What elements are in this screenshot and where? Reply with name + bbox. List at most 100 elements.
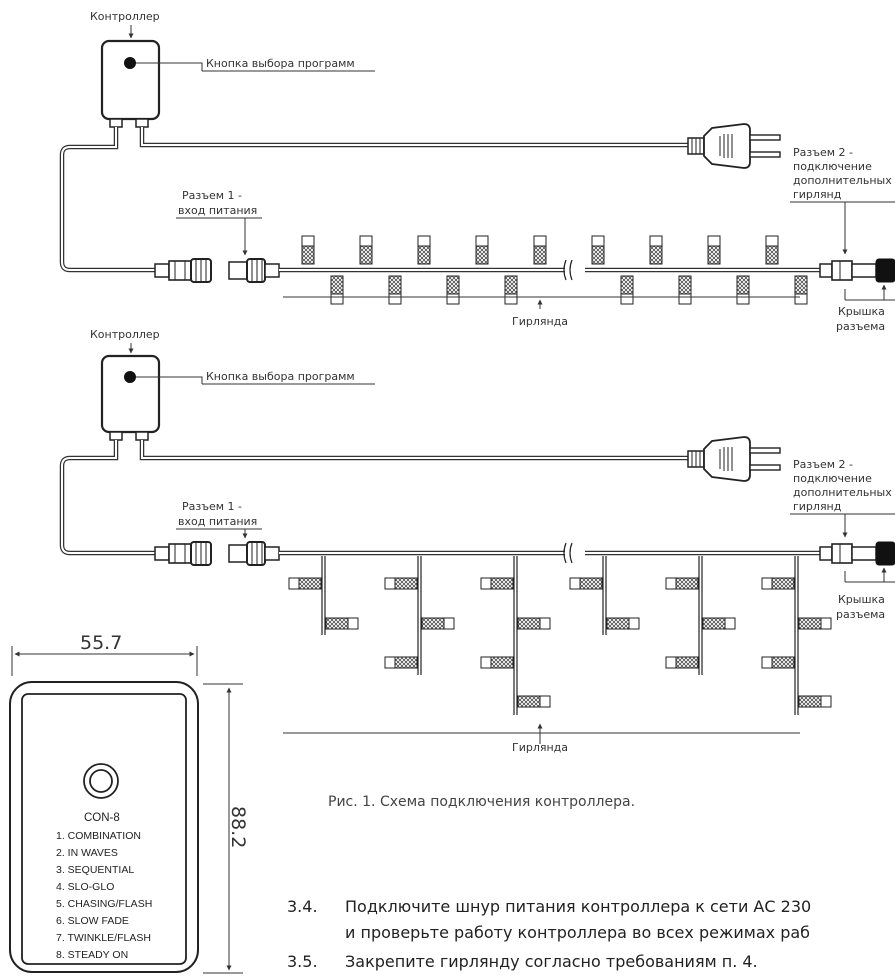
led-bulb	[798, 617, 832, 630]
led-bulb	[359, 235, 373, 265]
icicle-drops	[321, 556, 799, 715]
cap-label-line1: Крышка	[838, 305, 885, 318]
garland-input-connector-icon	[228, 541, 280, 566]
controller-label: Контроллер	[90, 328, 160, 341]
connector2-label-line3: дополнительных	[793, 486, 892, 499]
garland-output-connector-icon	[819, 258, 895, 283]
power-plug-icon	[687, 123, 781, 169]
controller-output-connector-icon	[154, 541, 212, 566]
led-bulb	[446, 275, 460, 305]
program-item: 1. COMBINATION	[56, 830, 141, 842]
connector2-label-line1: Разъем 2 -	[793, 458, 853, 471]
program-item: 8. STEADY ON	[56, 949, 128, 961]
scheme-icicle: Контроллер Кнопка выбора программ	[59, 328, 895, 754]
cap-label-line1: Крышка	[838, 593, 885, 606]
led-bulb	[569, 577, 603, 590]
connector2-label-line4: гирлянд	[793, 188, 842, 201]
led-bulb	[794, 275, 808, 305]
led-bulb	[417, 235, 431, 265]
figure-caption: Рис. 1. Схема подключения контроллера.	[328, 794, 635, 810]
cap-label-line2: разъема	[836, 608, 885, 621]
program-item: 3. SEQUENTIAL	[56, 864, 134, 876]
led-bulb	[504, 275, 518, 305]
led-bulb	[475, 235, 489, 265]
power-plug-icon	[687, 436, 781, 482]
connector1-label-line2: вход питания	[178, 204, 257, 217]
step-number: 3.4.	[287, 897, 318, 916]
led-bulb	[606, 617, 640, 630]
program-button-inner-icon	[89, 769, 113, 793]
program-item: 5. CHASING/FLASH	[56, 898, 152, 910]
button-label: Кнопка выбора программ	[206, 57, 355, 70]
connector-cap-icon	[875, 541, 895, 566]
device-model: CON-8	[84, 812, 120, 824]
led-bulb	[678, 275, 692, 305]
controller-label: Контроллер	[90, 10, 160, 23]
led-bulb	[665, 656, 699, 669]
connector1-label-line1: Разъем 1 -	[182, 500, 242, 513]
led-bulb	[591, 235, 605, 265]
width-dimension: 55.7	[80, 632, 122, 654]
break-mark-icon	[563, 542, 573, 564]
scheme-string: Контроллер Кнопка выбора программ	[59, 10, 895, 333]
garland-label: Гирлянда	[512, 741, 568, 754]
led-bulb	[384, 656, 418, 669]
led-bulb	[288, 577, 322, 590]
height-dimension: 88.2	[227, 806, 249, 848]
led-bulb	[798, 695, 832, 708]
connector1-label-line2: вход питания	[178, 515, 257, 528]
led-bulb	[665, 577, 699, 590]
button-label: Кнопка выбора программ	[206, 370, 355, 383]
connector2-label-line2: подключение	[793, 472, 872, 485]
led-bulb	[707, 235, 721, 265]
led-bulb	[325, 617, 359, 630]
led-bulb	[765, 235, 779, 265]
led-bulb	[702, 617, 736, 630]
led-bulb	[384, 577, 418, 590]
led-bulb	[517, 617, 551, 630]
led-bulb	[330, 275, 344, 305]
led-bulb	[388, 275, 402, 305]
led-bulb	[620, 275, 634, 305]
led-bulb	[480, 577, 514, 590]
connector2-label-line4: гирлянд	[793, 500, 842, 513]
garland-input-connector-icon	[228, 258, 280, 283]
controller-box	[100, 39, 161, 128]
connector1-label-line1: Разъем 1 -	[182, 189, 242, 202]
break-mark-icon	[563, 259, 573, 281]
led-row-lower	[330, 275, 808, 305]
garland-label: Гирлянда	[512, 315, 568, 328]
connector2-label-line1: Разъем 2 -	[793, 146, 853, 159]
connector2-label-line3: дополнительных	[793, 174, 892, 187]
step-text: Подключите шнур питания контроллера к се…	[345, 897, 811, 916]
led-bulb	[517, 695, 551, 708]
program-item: 6. SLOW FADE	[56, 915, 129, 927]
garland-output-connector-icon	[819, 541, 895, 566]
program-item: 7. TWINKLE/FLASH	[56, 932, 151, 944]
step-number: 3.5.	[287, 952, 318, 971]
led-bulb	[736, 275, 750, 305]
led-bulb	[649, 235, 663, 265]
step-text: и проверьте работу контроллера во всех р…	[345, 923, 810, 942]
program-item: 2. IN WAVES	[56, 847, 118, 859]
controller-dimension-drawing: 55.7 CON-8 1. COMBINATION 2. IN WAVES 3.…	[9, 632, 249, 974]
step-text: Закрепите гирлянду согласно требованиям …	[345, 952, 758, 971]
connector-cap-icon	[875, 258, 895, 283]
led-bulb	[761, 656, 795, 669]
controller-output-connector-icon	[154, 258, 212, 283]
led-bulb	[761, 577, 795, 590]
led-bulb	[301, 235, 315, 265]
instruction-steps: 3.4. Подключите шнур питания контроллера…	[287, 897, 811, 971]
icicle-leds	[288, 577, 832, 708]
led-bulb	[480, 656, 514, 669]
controller-box	[100, 354, 161, 441]
led-bulb	[533, 235, 547, 265]
cap-label-line2: разъема	[836, 320, 885, 333]
led-bulb	[421, 617, 455, 630]
program-button-icon	[124, 371, 136, 383]
led-row-upper	[301, 235, 779, 265]
program-item: 4. SLO-GLO	[56, 881, 114, 893]
program-button-icon	[124, 57, 136, 69]
connector2-label-line2: подключение	[793, 160, 872, 173]
